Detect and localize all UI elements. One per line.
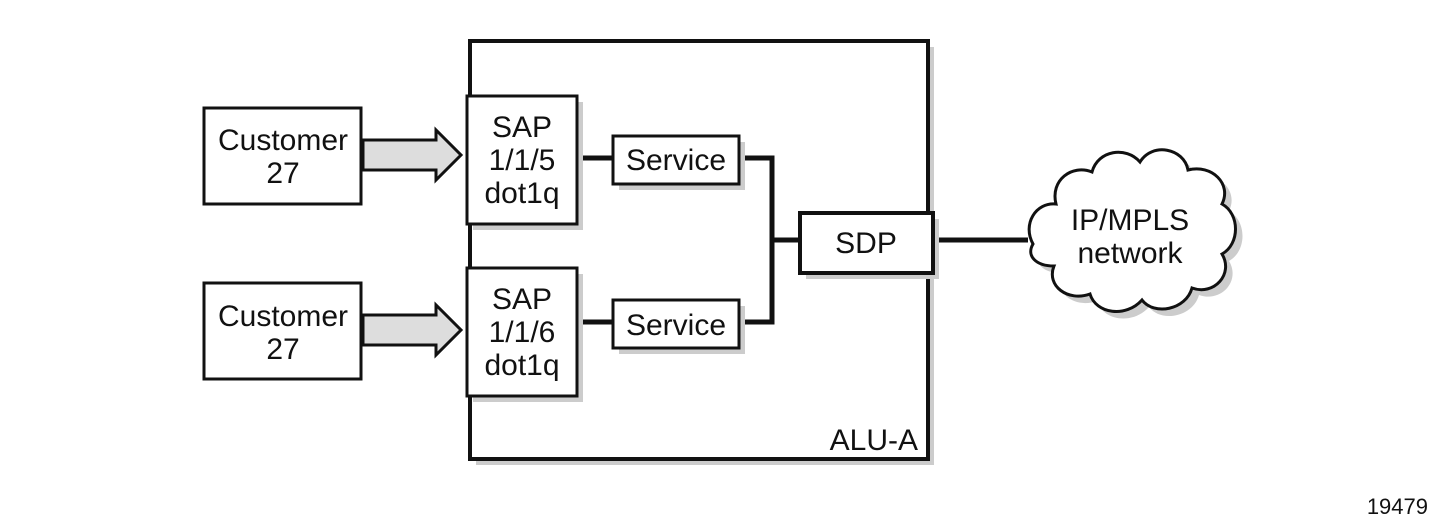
sap-1-port: 1/1/5 (489, 144, 556, 177)
sap-box-2: SAP 1/1/6 dot1q (465, 266, 583, 402)
sap-box-1: SAP 1/1/5 dot1q (465, 94, 583, 230)
sap-1-title: SAP (492, 111, 552, 144)
ip-mpls-cloud: IP/MPLS network (1027, 148, 1243, 319)
service-2-label: Service (626, 309, 726, 342)
service-1-label: Service (626, 144, 726, 177)
sdp-box: SDP (798, 211, 939, 279)
link-service1-sdp (740, 155, 800, 243)
sap-2-encap: dot1q (484, 349, 559, 382)
customer-box-2: Customer 27 (202, 281, 363, 381)
sdp-label: SDP (835, 227, 897, 260)
router-label: ALU-A (830, 424, 918, 457)
sap-1-encap: dot1q (484, 177, 559, 210)
connection-lines (578, 155, 1028, 325)
network-label-line1: IP/MPLS (1071, 204, 1189, 237)
customer-2-id: 27 (266, 333, 299, 366)
arrow-customer2-to-sap2 (361, 301, 464, 359)
customer-box-1: Customer 27 (202, 106, 363, 206)
customer-1-name: Customer (218, 124, 348, 157)
service-box-1: Service (611, 134, 745, 190)
sap-2-title: SAP (492, 283, 552, 316)
cloud-outline (1027, 148, 1237, 313)
customer-2-name: Customer (218, 300, 348, 333)
network-label-line2: network (1077, 237, 1183, 270)
sap-2-port: 1/1/6 (489, 316, 556, 349)
link-service2-sdp (740, 240, 775, 325)
figure-id: 19479 (1367, 494, 1428, 519)
arrow-customer1-to-sap1 (361, 126, 464, 184)
customer-1-id: 27 (266, 157, 299, 190)
service-box-2: Service (611, 298, 745, 354)
